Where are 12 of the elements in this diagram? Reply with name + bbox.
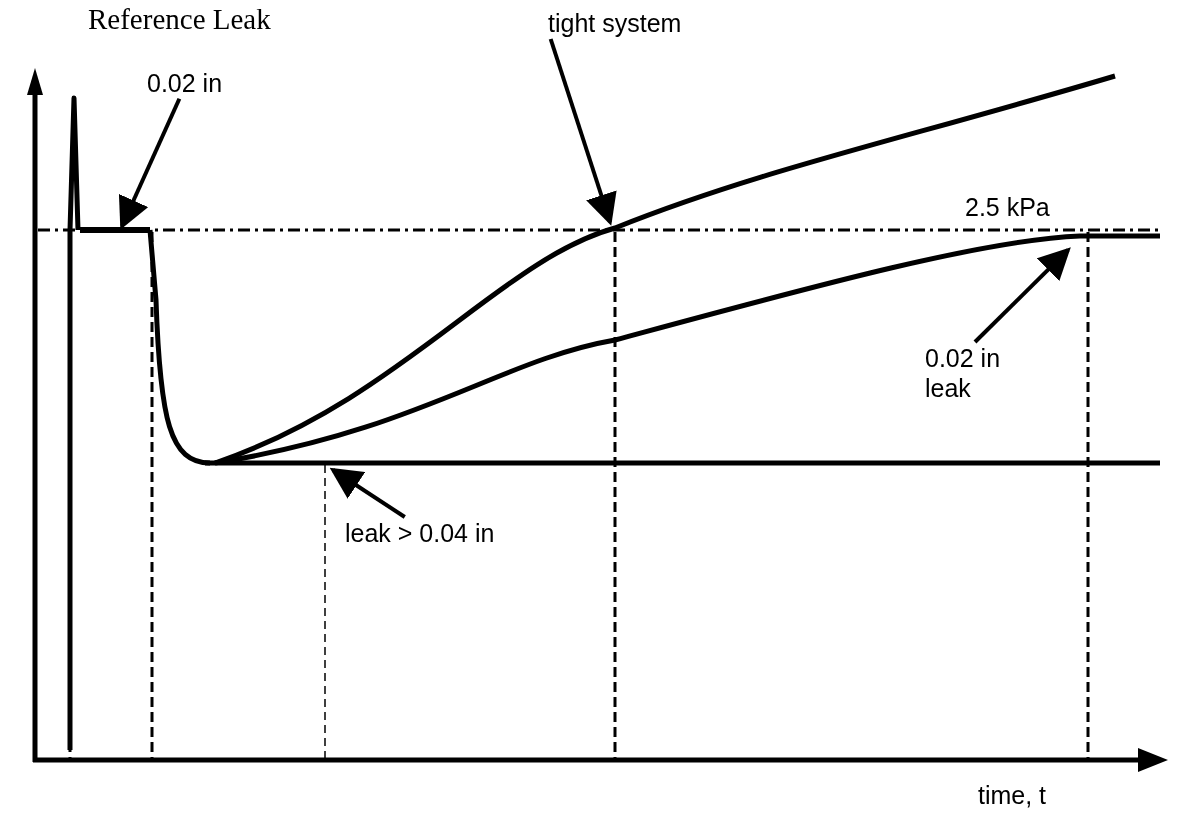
value-label: 2.5 kPa <box>965 192 1050 222</box>
leader-line <box>973 247 1071 344</box>
callout-label: 0.02 in leak <box>925 343 1002 403</box>
leader-line <box>329 467 406 519</box>
callout-label: tight system <box>548 8 682 38</box>
leader-line <box>548 38 617 226</box>
callout-label: Reference Leak <box>88 2 271 37</box>
callout-label: 0.02 in <box>147 67 224 98</box>
reference-plateau-bar <box>80 227 150 233</box>
leader-line <box>118 97 182 230</box>
axis-label: time, t <box>978 780 1047 810</box>
callout-label: leak > 0.04 in <box>345 518 495 548</box>
